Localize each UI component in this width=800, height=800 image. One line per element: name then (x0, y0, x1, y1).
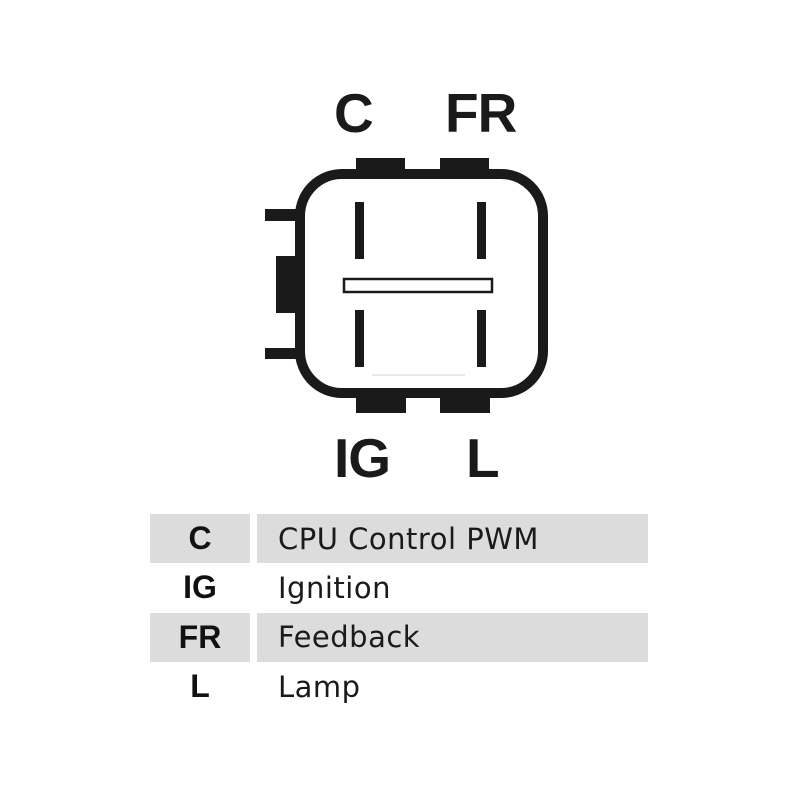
pin-label-ig: IG (334, 427, 391, 489)
legend-code: IG (183, 569, 217, 606)
pin-lower-right (477, 310, 486, 367)
legend-code: L (190, 668, 210, 705)
pin-label-c: C (334, 82, 374, 144)
legend-description: CPU Control PWM (257, 514, 648, 564)
pin-label-fr: FR (445, 82, 517, 144)
legend-code: FR (150, 612, 250, 662)
legend-row-fr: FR Feedback (150, 612, 648, 662)
pin-label-l: L (466, 427, 500, 489)
pin-legend-table: C CPU Control PWM IG Ignition FR Feedbac… (150, 514, 648, 711)
side-block-middle (276, 256, 299, 313)
legend-row-c: C CPU Control PWM (150, 514, 648, 564)
side-tab-lower (265, 348, 299, 359)
pin-lower-left (355, 310, 364, 367)
side-tab-upper (265, 209, 299, 221)
legend-row-l: L Lamp (150, 662, 648, 711)
legend-description: Ignition (278, 570, 391, 605)
pin-upper-left (355, 202, 364, 259)
pin-upper-right (477, 202, 486, 259)
legend-description: Lamp (278, 669, 361, 704)
legend-description: Feedback (257, 612, 648, 662)
key-slot (342, 277, 494, 294)
legend-row-ig: IG Ignition (150, 563, 648, 612)
legend-code: C (150, 514, 250, 564)
